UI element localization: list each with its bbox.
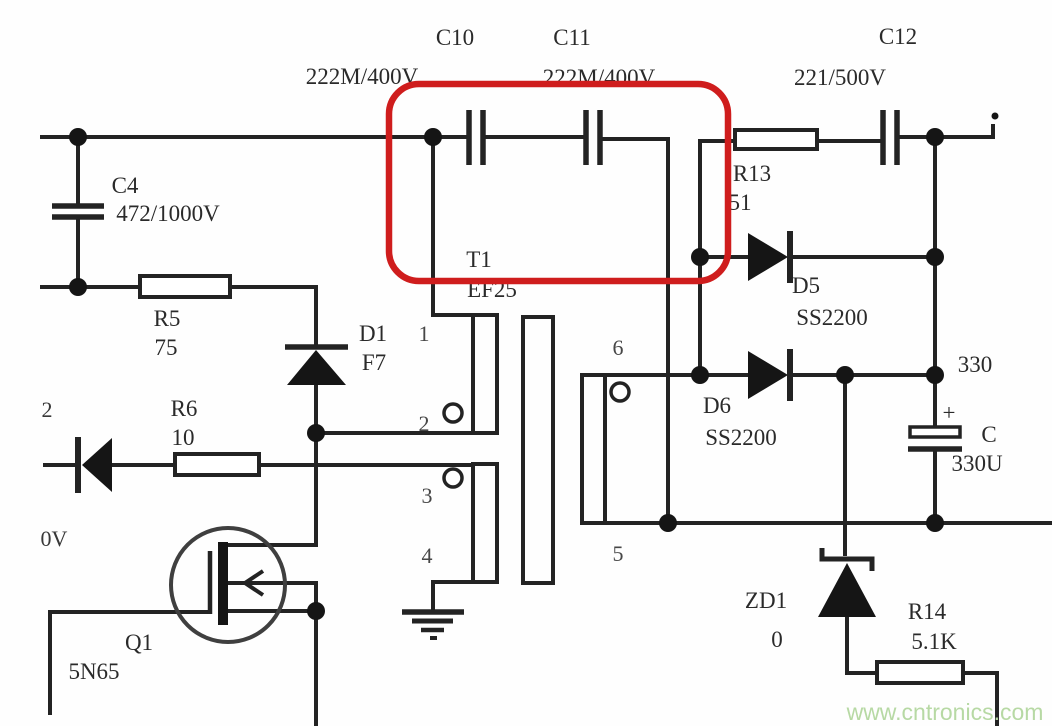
label-r13-ref: R13 xyxy=(733,161,771,186)
label-r5-ref: R5 xyxy=(154,306,181,331)
resistor-r6 xyxy=(173,452,261,477)
label-r5-value: 75 xyxy=(155,335,178,360)
pin-1: 1 xyxy=(419,321,430,346)
capacitor-output-electrolytic xyxy=(908,425,962,452)
resistor-r5 xyxy=(138,274,232,299)
capacitor-c4 xyxy=(52,203,104,220)
label-zd1-ref: ZD1 xyxy=(745,588,787,613)
output-terminal-dot xyxy=(991,112,999,120)
label-t1-ref: T1 xyxy=(466,247,492,272)
t1-phase-dot-pin2 xyxy=(442,402,464,424)
label-cout-ref: C xyxy=(981,422,996,447)
left-diode-triangle xyxy=(82,438,112,492)
label-edge-partial-top: 2 xyxy=(42,397,53,422)
label-d1-value: F7 xyxy=(362,350,386,375)
label-r6-value: 10 xyxy=(172,425,195,450)
label-r6-ref: R6 xyxy=(171,396,198,421)
capacitor-c10 xyxy=(466,110,486,165)
pin-4: 4 xyxy=(422,543,433,568)
zener-zd1 xyxy=(818,548,876,617)
label-c12-value: 221/500V xyxy=(794,65,886,90)
label-q1-ref: Q1 xyxy=(125,630,153,655)
label-r14-value: 5.1K xyxy=(911,629,957,654)
c10-plates xyxy=(466,110,486,165)
pin-5: 5 xyxy=(613,541,624,566)
c11-plates xyxy=(583,110,603,165)
label-cout-plus: + xyxy=(943,400,956,425)
label-c4-value: 472/1000V xyxy=(116,201,220,226)
diode-d5 xyxy=(748,231,793,283)
pin-6: 6 xyxy=(613,335,624,360)
resistor-r14 xyxy=(875,660,965,685)
diode-d6 xyxy=(748,349,793,401)
wire-pin1 xyxy=(431,135,475,317)
zd1-triangle xyxy=(818,563,876,617)
label-d1-ref: D1 xyxy=(359,321,387,346)
label-c12-ref: C12 xyxy=(879,24,917,49)
cout-top-plate xyxy=(908,425,962,439)
c4-plates xyxy=(52,203,104,220)
q1-body-circle xyxy=(169,526,287,644)
mosfet-q1 xyxy=(169,526,287,644)
labels: C10 C11 222M/400V 222M/400V C12 221/500V… xyxy=(41,24,1003,684)
label-q1-value: 5N65 xyxy=(68,659,119,684)
c12-plates xyxy=(880,110,900,165)
label-c11-ref: C11 xyxy=(553,25,591,50)
red-highlight-box xyxy=(385,80,732,285)
t1-primary-winding-1 xyxy=(471,313,499,435)
t1-core xyxy=(521,315,555,585)
wire-mid-rail xyxy=(40,285,318,345)
transformer-t1 xyxy=(442,313,631,585)
capacitor-c11 xyxy=(583,110,603,165)
label-c4-ref: C4 xyxy=(112,173,139,198)
diode-input-left xyxy=(75,437,112,493)
d6-triangle xyxy=(748,351,788,399)
label-r14-ref: R14 xyxy=(908,599,947,624)
label-d6-ref: D6 xyxy=(703,393,731,418)
wire-zd1-r14 xyxy=(845,617,999,726)
label-d5-ref: D5 xyxy=(792,273,820,298)
label-edge-partial-bottom: 0V xyxy=(41,526,68,551)
wire-gate-lead xyxy=(48,610,212,715)
resistor-r13 xyxy=(733,128,819,151)
capacitor-c12 xyxy=(880,110,900,165)
wire-output-top xyxy=(897,124,995,139)
d5-triangle xyxy=(748,233,788,281)
wire-c11-to-pin5 xyxy=(600,137,670,525)
t1-phase-dot-pin3 xyxy=(442,467,464,489)
q1-body-arrow xyxy=(241,569,265,597)
label-c10-ref: C10 xyxy=(436,25,474,50)
diode-d1 xyxy=(285,344,348,385)
label-net-330: 330 xyxy=(958,352,993,377)
t1-primary-winding-2 xyxy=(471,462,499,584)
wire-body xyxy=(226,581,318,613)
label-zd1-value: 0 xyxy=(771,627,783,652)
t1-secondary-winding xyxy=(580,373,607,525)
label-d5-value: SS2200 xyxy=(796,305,868,330)
wire-source xyxy=(226,609,318,726)
label-cout-value: 330U xyxy=(951,451,1003,476)
pin-2: 2 xyxy=(419,411,430,436)
wire-pin4-ground xyxy=(431,580,475,614)
watermark: www.cntronics.com xyxy=(846,699,1044,725)
label-r13-value: 51 xyxy=(729,190,752,215)
t1-phase-dot-pin6 xyxy=(609,381,631,403)
label-c10-value: 222M/400V xyxy=(306,64,419,89)
d1-triangle xyxy=(287,350,346,385)
pin-3: 3 xyxy=(422,483,433,508)
label-d6-value: SS2200 xyxy=(705,425,777,450)
pin-numbers: 1 2 3 4 5 6 xyxy=(419,321,624,568)
zd1-cathode-bar xyxy=(819,548,875,571)
ground-symbol xyxy=(402,609,464,640)
junction-dots xyxy=(69,112,999,620)
